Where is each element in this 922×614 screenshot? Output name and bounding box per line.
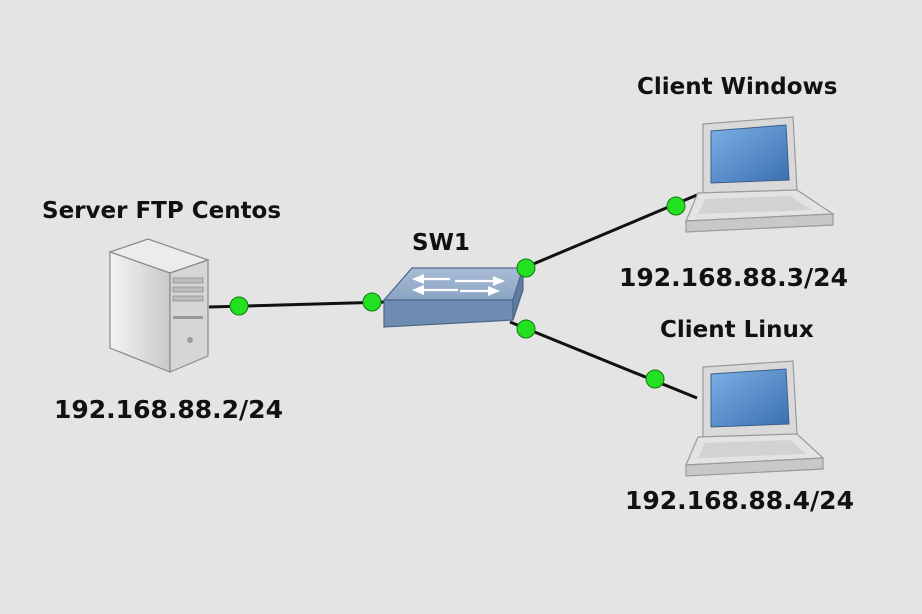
client-windows-ip-label: 192.168.88.3/24 bbox=[619, 263, 848, 292]
port-dot-switch-windows bbox=[516, 258, 536, 278]
server-icon[interactable] bbox=[108, 238, 210, 373]
port-dot-client-windows bbox=[666, 196, 686, 216]
server-ip-label: 192.168.88.2/24 bbox=[54, 395, 283, 424]
port-dot-switch-linux bbox=[516, 319, 536, 339]
port-dot-switch-server bbox=[362, 292, 382, 312]
switch-name-label: SW1 bbox=[412, 230, 470, 256]
port-dot-client-linux bbox=[645, 369, 665, 389]
link-switch-client-linux[interactable] bbox=[509, 320, 698, 400]
port-dot-server bbox=[229, 296, 249, 316]
laptop-icon[interactable] bbox=[685, 360, 825, 477]
link-switch-client-windows[interactable] bbox=[511, 193, 698, 275]
client-linux-name-label: Client Linux bbox=[660, 317, 814, 343]
laptop-icon[interactable] bbox=[685, 116, 835, 233]
port-indicators bbox=[229, 196, 686, 389]
client-windows-name-label: Client Windows bbox=[637, 74, 838, 100]
server-name-label: Server FTP Centos bbox=[42, 198, 282, 224]
switch-icon[interactable] bbox=[382, 267, 524, 328]
client-linux-ip-label: 192.168.88.4/24 bbox=[625, 486, 854, 515]
